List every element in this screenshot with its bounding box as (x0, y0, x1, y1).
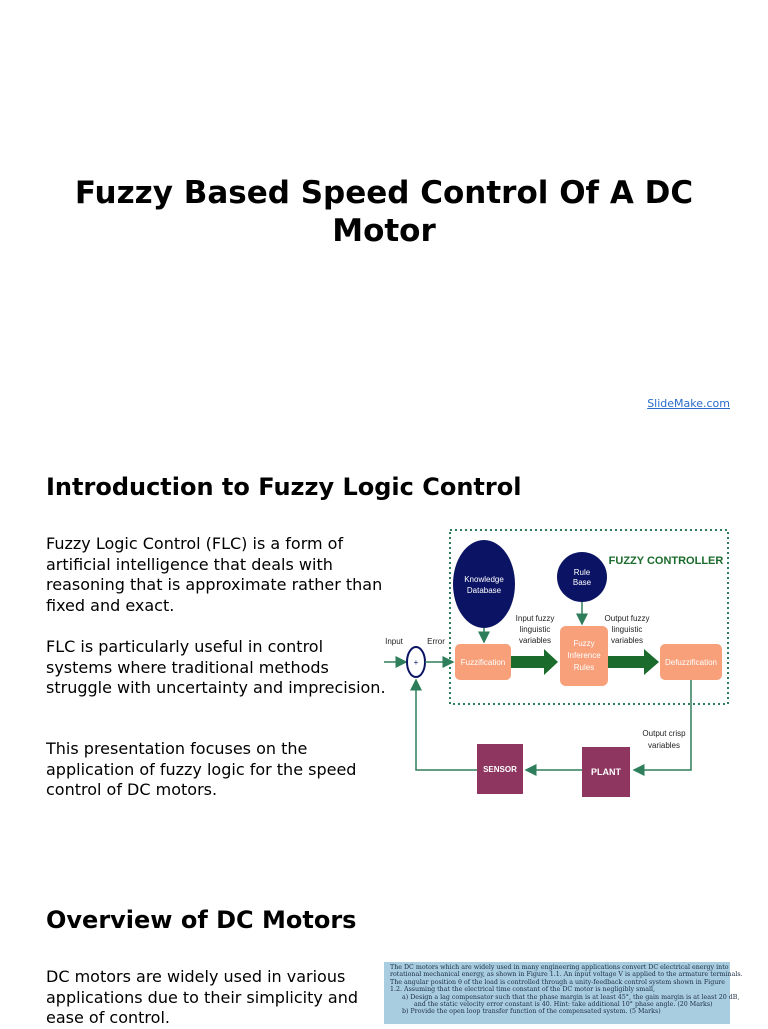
output-fuzzy-arrow (608, 649, 659, 675)
output-crisp-label-1: Output crisp (642, 729, 686, 738)
plant-block (582, 747, 630, 797)
intro-heading: Introduction to Fuzzy Logic Control (46, 473, 522, 501)
fuzzy-controller-diagram: FUZZY CONTROLLER Knowledge Database Rule… (384, 529, 729, 797)
input-label: Input (385, 637, 404, 646)
dc-motors-heading: Overview of DC Motors (46, 906, 357, 934)
dc-motors-paragraph: DC motors are widely used in various app… (46, 967, 359, 1027)
knowledge-database-label-2: Database (467, 586, 502, 595)
fuzzy-inference-label-2: Inference (567, 651, 601, 660)
defuzzification-block (660, 644, 722, 680)
doc-line: a) Design a lag compensator such that th… (402, 993, 740, 1001)
knowledge-database-label-1: Knowledge (464, 575, 504, 584)
doc-line: and the static velocity error constant i… (414, 1001, 713, 1009)
fuzzy-inference-label-1: Fuzzy (573, 639, 594, 648)
doc-line: b) Provide the open loop transfer functi… (402, 1008, 661, 1016)
error-label: Error (427, 637, 445, 646)
doc-line: The angular position θ of the load is co… (390, 978, 726, 986)
input-fuzzy-label-3: variables (519, 636, 551, 645)
output-fuzzy-label-1: Output fuzzy (605, 614, 650, 623)
intro-paragraph-3: This presentation focuses on the applica… (46, 739, 357, 799)
rule-base-node (557, 552, 607, 602)
doc-line: 1.2. Assuming that the electrical time c… (390, 986, 656, 994)
fuzzy-inference-block (560, 626, 608, 686)
controller-label: FUZZY CONTROLLER (609, 555, 724, 567)
intro-paragraph-2: FLC is particularly useful in control sy… (46, 637, 386, 697)
controller-boundary (449, 529, 729, 705)
output-fuzzy-label-3: variables (611, 636, 643, 645)
sensor-label: SENSOR (483, 765, 517, 774)
doc-line: The DC motors which are widely used in m… (390, 964, 729, 971)
slide-title: Fuzzy Based Speed Control Of A DC Motor (74, 175, 694, 249)
slidemake-link[interactable]: SlideMake.com (647, 397, 730, 410)
fuzzification-label: Fuzzification (461, 658, 505, 667)
rule-base-label-1: Rule (574, 568, 591, 577)
summing-sign: + (414, 658, 419, 667)
dc-motor-problem-image: The DC motors which are widely used in m… (384, 962, 743, 1024)
input-fuzzy-label-1: Input fuzzy (516, 614, 555, 623)
fuzzification-block (455, 644, 511, 680)
output-crisp-label-2: variables (648, 741, 680, 750)
defuzzification-label: Defuzzification (665, 658, 717, 667)
knowledge-database-node (453, 540, 515, 628)
input-fuzzy-label-2: linguistic (520, 625, 551, 634)
fuzzy-inference-label-3: Rules (574, 663, 594, 672)
doc-line: rotational mechanical energy, as shown i… (390, 971, 743, 979)
sensor-block (477, 744, 523, 794)
output-fuzzy-label-2: linguistic (612, 625, 643, 634)
intro-paragraph-1: Fuzzy Logic Control (FLC) is a form of a… (46, 534, 383, 615)
plant-label: PLANT (591, 767, 621, 777)
rule-base-label-2: Base (573, 578, 592, 587)
input-fuzzy-arrow (511, 649, 558, 675)
